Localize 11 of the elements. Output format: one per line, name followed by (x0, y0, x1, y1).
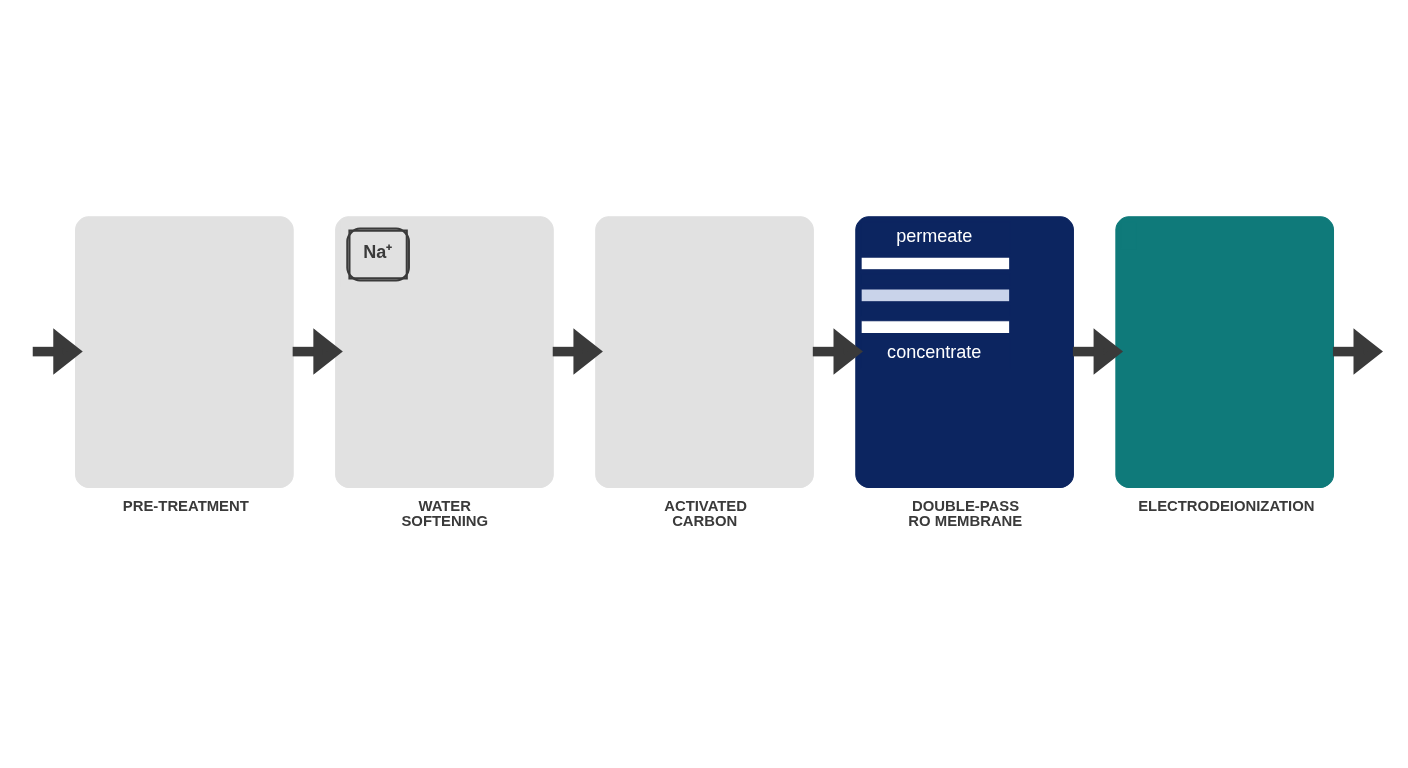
node-label: DOUBLE-PASS RO MEMBRANE (908, 497, 1023, 529)
arrow (292, 327, 343, 375)
node-label: WATER SOFTENING (401, 497, 489, 529)
arrow (1332, 327, 1383, 375)
arrow (552, 327, 603, 375)
node-label: PRE-TREATMENT (122, 497, 249, 514)
arrow (1072, 327, 1124, 375)
arrow (812, 327, 863, 375)
arrow (32, 327, 83, 375)
node-label: ACTIVATED CARBON (664, 497, 748, 529)
node-label: ELECTRODEIONIZATION (1138, 497, 1315, 514)
